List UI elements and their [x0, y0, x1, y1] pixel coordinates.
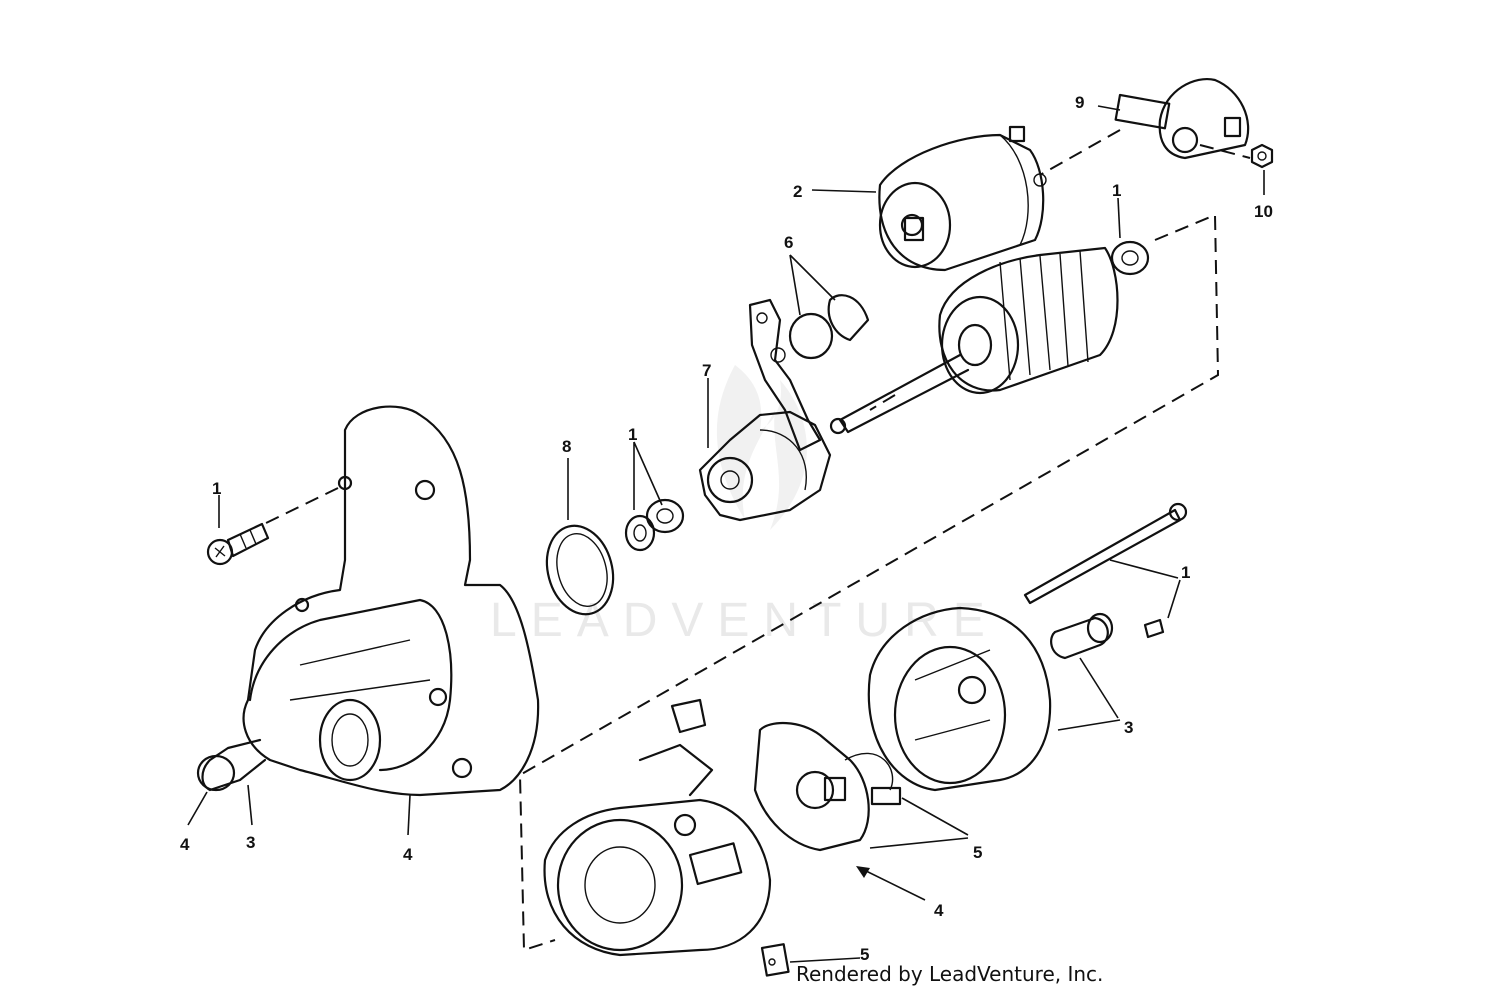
callout-4-holder: 4 — [934, 901, 944, 920]
solenoid-cap — [1114, 77, 1250, 160]
credit-text: Rendered by LeadVenture, Inc. — [796, 962, 1104, 986]
leader-lines — [187, 105, 1265, 963]
armature — [829, 240, 1150, 435]
shift-lever — [748, 294, 870, 452]
callout-5-clip: 5 — [860, 945, 869, 964]
callout-3-frame: 3 — [1124, 718, 1133, 737]
callout-4-nose: 4 — [180, 835, 190, 854]
callout-1-screw: 1 — [1181, 563, 1190, 582]
callout-labels: 1 1 1 1 2 3 3 4 4 4 5 5 6 7 8 9 10 — [180, 93, 1273, 964]
drive-housing — [196, 405, 540, 797]
seal-ring — [545, 524, 615, 616]
end-frame — [867, 606, 1052, 792]
solenoid — [878, 125, 1047, 272]
callout-1-bolt: 1 — [212, 479, 221, 498]
mounting-bolt — [206, 522, 270, 566]
callout-2: 2 — [793, 182, 802, 201]
callout-10: 10 — [1254, 202, 1273, 221]
brush-holder — [753, 721, 902, 852]
frame-screw — [1143, 618, 1165, 639]
watermark-logo: LEADVENTURE — [490, 365, 999, 647]
watermark-text: LEADVENTURE — [490, 594, 999, 647]
callout-9: 9 — [1075, 93, 1084, 112]
callout-3-nose: 3 — [246, 833, 255, 852]
brush-clip — [760, 943, 790, 977]
through-bolt — [1023, 502, 1188, 605]
nut — [1250, 143, 1274, 169]
callout-7: 7 — [702, 361, 711, 380]
callout-8: 8 — [562, 437, 571, 456]
end-bushing — [1050, 612, 1114, 660]
drive-pinion — [698, 410, 832, 522]
callout-4-housing: 4 — [403, 845, 413, 864]
assembly-centerline — [261, 129, 1251, 952]
callout-1-armature: 1 — [1112, 181, 1121, 200]
callout-5-brush: 5 — [973, 843, 982, 862]
callout-6: 6 — [784, 233, 793, 252]
stop-collar — [624, 498, 685, 552]
field-frame — [543, 698, 772, 957]
callout-1-washer: 1 — [628, 425, 637, 444]
